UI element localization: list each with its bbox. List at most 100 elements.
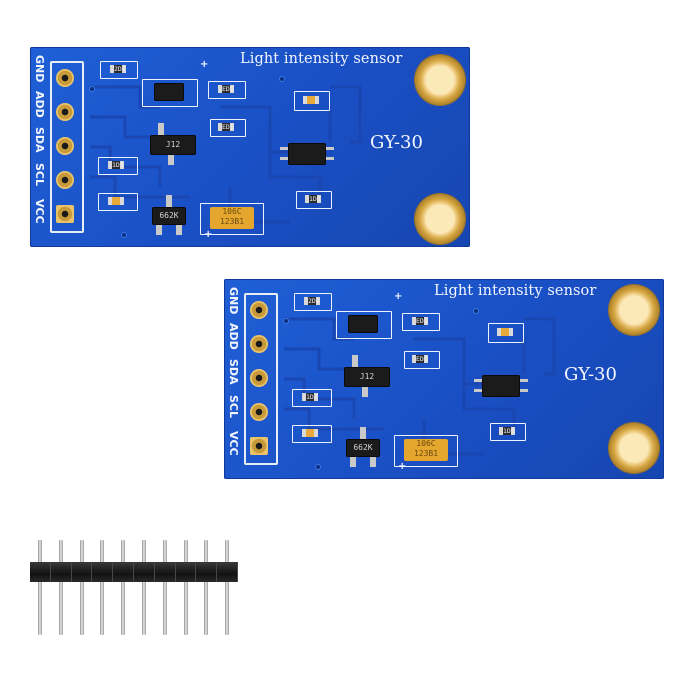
via <box>474 309 478 313</box>
chip-leg <box>326 147 334 150</box>
chip-leg <box>362 387 368 397</box>
transistor-chip <box>348 315 378 333</box>
housing-segment <box>51 562 72 582</box>
resistor-outline <box>296 191 332 209</box>
header-silkscreen-frame <box>244 293 278 465</box>
chip-leg <box>280 147 288 150</box>
capacitor-value: 106C <box>416 439 436 448</box>
pin-pad-scl <box>250 403 268 421</box>
resistor-outline <box>294 293 332 311</box>
capacitor-outline <box>98 193 138 211</box>
via <box>316 465 320 469</box>
resistor-label: ED1 <box>416 355 428 363</box>
chip-leg <box>326 157 334 160</box>
chip-leg <box>520 389 528 392</box>
chip-leg <box>474 379 482 382</box>
mounting-hole-bottom <box>415 194 465 244</box>
mounting-hole-top <box>415 55 465 105</box>
chip-leg <box>156 225 162 235</box>
polarity-plus: + <box>204 229 213 240</box>
male-pin-header-strip <box>28 540 240 635</box>
resistor-outline <box>208 81 246 99</box>
via <box>284 319 288 323</box>
chip-leg <box>520 379 528 382</box>
via <box>122 233 126 237</box>
polarity-plus: + <box>200 59 209 70</box>
chip-leg <box>352 355 358 367</box>
pin-label-scl: SCL <box>33 163 46 187</box>
housing-segment <box>92 562 114 582</box>
resistor-label: ED1 <box>416 317 428 325</box>
led <box>497 328 513 336</box>
led <box>303 96 319 104</box>
header-pin <box>183 540 188 635</box>
transistor-chip: 662K <box>346 439 380 457</box>
pin-label-vcc: VCC <box>33 199 46 224</box>
header-pin <box>58 540 63 635</box>
sensor-board-2: GND ADD SDA SCL VCC Light intensity sens… <box>224 279 664 479</box>
sensor-led-outline <box>294 91 330 111</box>
pin-label-add: ADD <box>227 323 240 350</box>
resistor-outline <box>98 157 138 175</box>
header-silkscreen-frame <box>50 61 84 233</box>
pin-label-column: GND ADD SDA SCL VCC <box>226 287 240 467</box>
header-pin <box>142 540 146 635</box>
housing-segment <box>30 562 51 582</box>
transistor-chip <box>154 83 184 101</box>
board-title: Light intensity sensor <box>434 283 597 299</box>
pin-pad-sda <box>250 369 268 387</box>
resistor-outline <box>210 119 246 137</box>
resistor-label: ED1 <box>222 85 234 93</box>
resistor-label: 1D3 <box>112 161 124 169</box>
capacitor <box>108 197 124 205</box>
header-pin <box>225 540 230 635</box>
chip-leg <box>474 389 482 392</box>
resistor <box>218 123 234 131</box>
housing-segment <box>217 562 238 582</box>
sensor-led-outline <box>488 323 524 343</box>
chip-leg <box>280 157 288 160</box>
pin-label-sda: SDA <box>227 359 240 385</box>
header-pin <box>204 540 209 635</box>
resistor <box>302 393 318 401</box>
resistor-outline <box>404 351 440 369</box>
board-model: GY-30 <box>564 364 617 385</box>
resistor-label: 2D1 <box>308 297 320 305</box>
housing-segment <box>196 562 218 582</box>
transistor-chip: 662K <box>152 207 186 225</box>
capacitor-code: 123B1 <box>219 217 245 226</box>
pin-label-scl: SCL <box>227 395 240 419</box>
resistor-outline <box>100 61 138 79</box>
capacitor <box>302 429 318 437</box>
polarity-plus: + <box>394 291 403 302</box>
capacitor-outline <box>394 435 458 467</box>
pin-pad-add <box>56 103 74 121</box>
regulator-chip: J12 <box>344 367 390 387</box>
chip-leg <box>158 123 164 135</box>
pin-pad-vcc <box>250 437 268 455</box>
pin-label-add: ADD <box>33 91 46 118</box>
header-pin <box>121 540 126 635</box>
mounting-hole-bottom <box>609 423 659 473</box>
resistor <box>218 85 234 93</box>
resistor <box>108 161 124 169</box>
resistor <box>305 195 321 203</box>
resistor-label: 1D2 <box>309 195 321 203</box>
chip-leg <box>370 457 376 467</box>
header-pin <box>100 540 105 635</box>
chip-leg <box>176 225 182 235</box>
transistor-outline <box>336 311 392 339</box>
chip-leg <box>350 457 356 467</box>
pin-label-column: GND ADD SDA SCL VCC <box>32 55 46 235</box>
resistor <box>499 427 515 435</box>
board-model: GY-30 <box>370 132 423 153</box>
via <box>280 77 284 81</box>
resistor-outline <box>490 423 526 441</box>
housing-segment <box>155 562 176 582</box>
housing-segment <box>72 562 93 582</box>
resistor <box>412 355 428 363</box>
resistor-label: 1D3 <box>306 393 318 401</box>
pin-pad-gnd <box>250 301 268 319</box>
header-pin <box>79 540 84 635</box>
pin-label-sda: SDA <box>33 127 46 153</box>
